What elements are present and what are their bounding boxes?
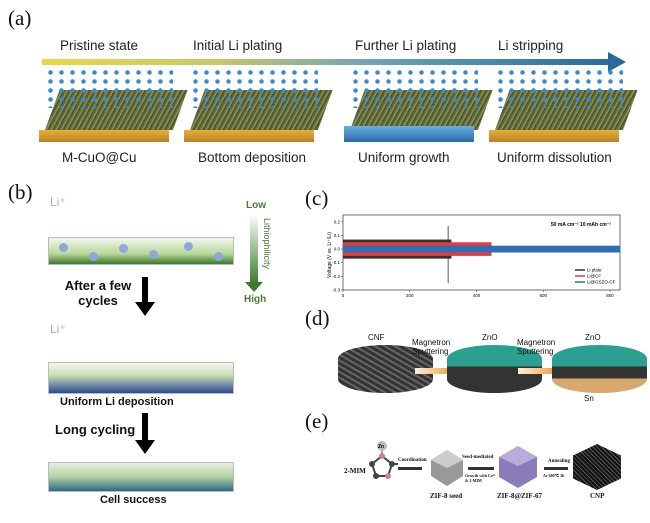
electrode-layer bbox=[48, 237, 234, 265]
li-ion-label: Li⁺ bbox=[50, 322, 66, 336]
down-arrow-head bbox=[135, 302, 155, 316]
process-arrow bbox=[544, 467, 568, 470]
zno-label: ZnO bbox=[482, 333, 498, 342]
cnf-label: CNF bbox=[368, 333, 385, 342]
panel-b-label: (b) bbox=[8, 180, 33, 204]
stage-label: Pristine state bbox=[60, 38, 139, 53]
zno-label: ZnO bbox=[585, 333, 601, 342]
caption: M-CuO@Cu bbox=[62, 150, 137, 165]
caption: Cell success bbox=[100, 494, 167, 506]
legend-label: Li plate bbox=[587, 268, 602, 273]
substrate-image bbox=[184, 68, 333, 148]
panel-a-label: (a) bbox=[8, 6, 32, 30]
series-li-gszo-cf bbox=[343, 245, 620, 253]
step-label: After a few cycles bbox=[64, 278, 132, 308]
cnp-particle bbox=[573, 444, 621, 490]
x-tick-label: 400 bbox=[473, 293, 481, 298]
caption: Uniform dissolution bbox=[497, 150, 612, 165]
zn-label: Zn bbox=[378, 444, 384, 450]
electrode-layer bbox=[48, 362, 234, 394]
x-tick-label: 800 bbox=[606, 293, 614, 298]
lithiophilicity-gradient-arrow bbox=[250, 214, 258, 284]
step-sublabel: Ar 600℃ 3h bbox=[543, 473, 565, 478]
zif-8-zif-67-label: ZIF-8@ZIF-67 bbox=[497, 492, 543, 500]
y-tick-label: -0.1 bbox=[332, 260, 340, 265]
stage-label: Further Li plating bbox=[355, 38, 457, 53]
caption: Bottom deposition bbox=[198, 150, 307, 165]
y-tick-label: 0.0 bbox=[334, 247, 341, 252]
gradient-arrow-head bbox=[245, 282, 263, 292]
process-arrow bbox=[518, 368, 554, 374]
y-axis-label: Voltage (V vs. Li⁺/Li) bbox=[327, 232, 333, 278]
panel-c-label: (c) bbox=[305, 186, 329, 210]
chart-annotation: 50 mA cm⁻² 10 mAh cm⁻² bbox=[551, 222, 611, 228]
y-tick-label: -0.3 bbox=[332, 288, 340, 293]
panel-d-label: (d) bbox=[305, 306, 330, 330]
cnp-label: CNP bbox=[590, 492, 605, 500]
2-mim-label: 2-MIM bbox=[344, 467, 366, 475]
li-ion-label: Li⁺ bbox=[50, 195, 66, 209]
x-tick-label: 0 bbox=[342, 293, 345, 298]
x-tick-label: 200 bbox=[406, 293, 414, 298]
step-label: Annealing bbox=[548, 459, 570, 464]
zif-8-zif-67-polyhedron bbox=[499, 446, 537, 488]
down-arrow bbox=[142, 413, 148, 441]
step-label: Magnetron Sputtering bbox=[517, 338, 556, 356]
step-sublabel: Growth with Co²⁺ & 2-MIM bbox=[465, 473, 497, 483]
step-label: Coordination bbox=[398, 458, 427, 463]
substrate-image bbox=[489, 68, 638, 148]
process-arrow bbox=[42, 59, 612, 65]
step-label: Long cycling bbox=[55, 422, 136, 437]
caption: Uniform growth bbox=[358, 150, 450, 165]
high-label: High bbox=[244, 294, 267, 305]
y-tick-label: -0.2 bbox=[332, 274, 340, 279]
stage-label: Li stripping bbox=[498, 38, 564, 53]
electrode-layer bbox=[48, 462, 234, 492]
down-arrow bbox=[142, 277, 148, 303]
zif-8-seed-polyhedron bbox=[431, 450, 463, 486]
y-tick-label: 0.1 bbox=[334, 233, 341, 238]
panel-e-label: (e) bbox=[305, 409, 329, 433]
stage-label: Initial Li plating bbox=[193, 38, 283, 53]
2-mim-molecule: Zn bbox=[369, 441, 398, 479]
legend-label: Li@GSZO-CF bbox=[587, 280, 616, 285]
substrate-image bbox=[39, 68, 188, 148]
process-arrow-head bbox=[608, 52, 626, 72]
process-arrow bbox=[468, 467, 494, 470]
y-tick-label: 0.2 bbox=[334, 219, 341, 224]
zno-sn-cnf-disk bbox=[552, 345, 647, 393]
step-label: Seed-mediated bbox=[462, 455, 494, 460]
substrate-image bbox=[344, 68, 493, 148]
legend-label: Li@CF bbox=[587, 274, 601, 279]
step-label: Magnetron Sputtering bbox=[412, 338, 451, 356]
low-label: Low bbox=[246, 200, 266, 211]
x-tick-label: 600 bbox=[539, 293, 547, 298]
voltage-chart: 0 200 400 600 800 -0.3 -0.2 -0.1 0.0 0.1 0.2 Li pla… bbox=[327, 214, 621, 298]
process-arrow bbox=[398, 467, 422, 470]
lithiophilicity-label: Lithiophilicity bbox=[262, 218, 272, 270]
process-arrow bbox=[415, 368, 451, 374]
sn-label: Sn bbox=[584, 394, 594, 403]
caption: Uniform Li deposition bbox=[60, 396, 174, 408]
down-arrow-head bbox=[135, 440, 155, 454]
zif-8-seed-label: ZIF-8 seed bbox=[430, 492, 463, 500]
